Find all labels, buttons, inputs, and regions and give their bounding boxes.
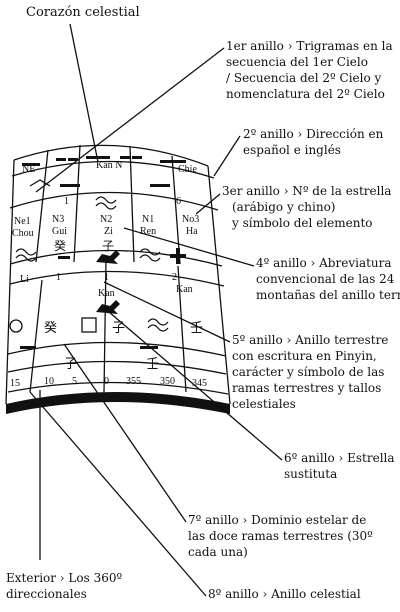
svg-text:壬: 壬 — [190, 320, 203, 335]
svg-text:direccionales: direccionales — [6, 587, 87, 601]
svg-text:carácter y símbolo de las: carácter y símbolo de las — [232, 365, 384, 379]
annotation-2: 2º anillo › Dirección en español e inglé… — [243, 127, 384, 157]
svg-text:convencional de las 24: convencional de las 24 — [256, 272, 395, 286]
top-label: Corazón celestial — [26, 5, 140, 20]
ring5-earth: Kan 癸 子 壬 — [9, 288, 203, 349]
svg-text:壬: 壬 — [146, 356, 159, 371]
svg-text:15: 15 — [10, 378, 20, 389]
ring2-left: NE — [22, 164, 35, 175]
ring-arc-2 — [11, 160, 215, 179]
svg-text:癸: 癸 — [54, 239, 66, 253]
annotation-8: 8º anillo › Anillo celestial — [208, 587, 361, 601]
svg-text:N2: N2 — [100, 214, 112, 225]
square-icon — [81, 317, 97, 333]
svg-text:Chou: Chou — [12, 228, 34, 239]
svg-text:1: 1 — [64, 196, 69, 207]
svg-text:癸: 癸 — [44, 320, 57, 335]
ring6-substitute: 子 壬 — [64, 356, 159, 371]
water-wave-icon — [139, 248, 161, 256]
svg-text:Kan: Kan — [176, 284, 193, 295]
compass-rings — [5, 144, 231, 414]
circle-icon — [9, 319, 23, 333]
ring-arc-4 — [9, 249, 223, 267]
svg-text:子: 子 — [102, 239, 114, 253]
svg-text:5: 5 — [72, 376, 77, 387]
svg-text:6: 6 — [176, 196, 181, 207]
ring-arc-3 — [9, 191, 219, 211]
svg-text:Li: Li — [20, 274, 29, 285]
svg-text:Ren: Ren — [140, 226, 156, 237]
annotation-1: 1er anillo › Trigramas en la secuencia d… — [226, 39, 393, 101]
svg-text:2º anillo › Dirección en: 2º anillo › Dirección en — [243, 127, 384, 141]
water-wave-icon — [95, 196, 117, 204]
svg-text:子: 子 — [112, 320, 125, 335]
svg-text:y símbolo del elemento: y símbolo del elemento — [231, 216, 372, 230]
minus-icon — [58, 256, 70, 259]
rat-icon — [96, 300, 120, 314]
svg-text:sustituta: sustituta — [284, 467, 337, 481]
ring1-trigrams — [22, 156, 186, 166]
svg-text:1: 1 — [56, 272, 61, 283]
svg-text:2: 2 — [172, 272, 177, 283]
ring2-center: Kan N — [96, 160, 122, 171]
ring-arc-6 — [7, 341, 227, 357]
svg-text:celestiales: celestiales — [232, 397, 296, 411]
svg-text:10: 10 — [44, 376, 54, 387]
degree-scale: 15 10 5 0 355 350 345 — [10, 376, 207, 389]
svg-text:español e inglés: español e inglés — [243, 143, 341, 157]
svg-text:350: 350 — [160, 376, 175, 387]
svg-text:0: 0 — [104, 376, 109, 387]
svg-text:3er anillo › Nº de la estrella: 3er anillo › Nº de la estrella — [222, 184, 391, 198]
svg-text:con escritura en Pinyin,: con escritura en Pinyin, — [232, 349, 377, 363]
svg-text:las doce ramas terrestres (30º: las doce ramas terrestres (30º — [188, 529, 373, 543]
svg-text:No3: No3 — [182, 214, 199, 225]
svg-text:5º anillo › Anillo terrestre: 5º anillo › Anillo terrestre — [232, 333, 388, 347]
pointer-top — [69, 23, 99, 163]
ring2-right: Chie — [178, 164, 197, 175]
svg-text:4º anillo › Abreviatura: 4º anillo › Abreviatura — [256, 256, 392, 270]
ring-arc-1 — [13, 144, 209, 167]
leader-lines — [29, 47, 283, 597]
svg-text:Ha: Ha — [186, 226, 198, 237]
rat-icon — [96, 250, 120, 264]
svg-text:子: 子 — [64, 356, 77, 371]
annotation-6: 6º anillo › Estrella sustituta — [284, 451, 395, 481]
svg-text:Zi: Zi — [104, 226, 113, 237]
annotation-5: 5º anillo › Anillo terrestre con escritu… — [232, 333, 388, 411]
annotation-3: 3er anillo › Nº de la estrella (arábigo … — [222, 184, 391, 230]
svg-text:6º anillo › Estrella: 6º anillo › Estrella — [284, 451, 395, 465]
exterior-label: Exterior › Los 360º direccionales — [6, 571, 122, 601]
svg-text:Gui: Gui — [52, 226, 67, 237]
svg-text:Kan: Kan — [98, 288, 115, 299]
radial-dividers — [29, 144, 187, 393]
ring3-stars: 1 6 Ne1 Chou N3 Gui 癸 N2 Zi 子 N1 Ren No3… — [12, 196, 199, 264]
svg-text:ramas terrestres y tallos: ramas terrestres y tallos — [232, 381, 381, 395]
water-wave-icon — [147, 318, 169, 326]
svg-text:8º anillo › Anillo celestial: 8º anillo › Anillo celestial — [208, 587, 361, 601]
svg-text:355: 355 — [126, 376, 141, 387]
ring-arc-5 — [9, 270, 225, 287]
svg-text:Ne1: Ne1 — [14, 216, 31, 227]
svg-text:montañas del anillo terrestre: montañas del anillo terrestre — [256, 288, 400, 302]
svg-text:345: 345 — [192, 378, 207, 389]
svg-text:(arábigo y chino): (arábigo y chino) — [232, 200, 335, 214]
water-wave-icon — [15, 248, 37, 256]
svg-text:N1: N1 — [142, 214, 154, 225]
svg-text:secuencia del 1er Cielo: secuencia del 1er Cielo — [226, 55, 368, 69]
svg-text:/ Secuencia del 2º Cielo y: / Secuencia del 2º Cielo y — [226, 71, 382, 85]
outer-band — [6, 392, 230, 414]
ring4-mountains: 1 1 2 Li Kan — [20, 272, 193, 295]
svg-text:1er anillo › Trigramas en la: 1er anillo › Trigramas en la — [226, 39, 393, 53]
annotation-4: 4º anillo › Abreviatura convencional de … — [256, 256, 400, 302]
svg-text:nomenclatura del 2º Cielo: nomenclatura del 2º Cielo — [226, 87, 385, 101]
ring-arc-7 — [7, 360, 227, 375]
annotation-7: 7º anillo › Dominio estelar de las doce … — [188, 513, 373, 559]
svg-text:Exterior › Los 360º: Exterior › Los 360º — [6, 571, 122, 585]
svg-text:N3: N3 — [52, 214, 64, 225]
svg-text:1: 1 — [104, 272, 109, 283]
svg-text:7º anillo › Dominio estelar de: 7º anillo › Dominio estelar de — [188, 513, 366, 527]
svg-text:cada una): cada una) — [188, 545, 248, 559]
